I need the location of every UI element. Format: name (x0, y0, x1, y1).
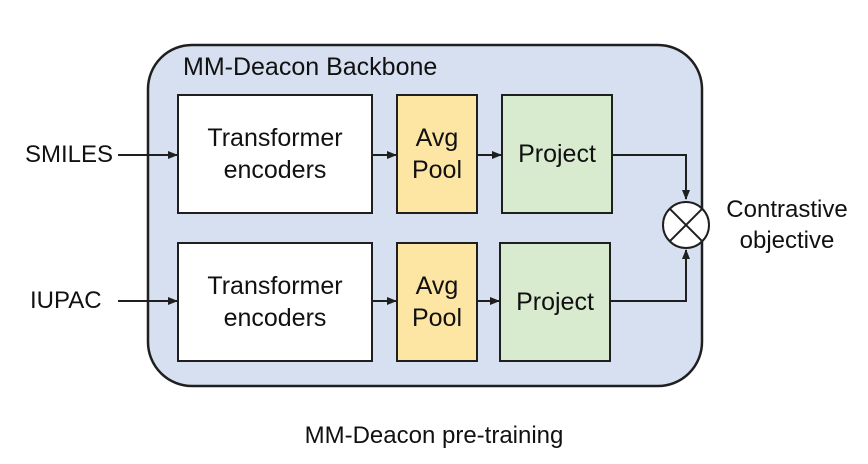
input-label-iupac: IUPAC (30, 287, 102, 314)
encoder-block-iupac (177, 242, 373, 362)
input-label-smiles: SMILES (25, 141, 114, 168)
project-block-smiles (501, 94, 613, 214)
project-label-iupac: Project (516, 287, 594, 316)
project-block-iupac (499, 242, 611, 362)
arrow-project-to-objective-top (612, 154, 690, 200)
avg-pool-label-iupac: Avg Pool (411, 271, 463, 333)
arrow-project-to-objective-bottom (610, 249, 690, 302)
encoder-block-smiles (177, 94, 373, 214)
figure-caption: MM-Deacon pre-training (304, 422, 564, 449)
encoder-label-iupac: Transformer encoders (207, 271, 343, 333)
encoder-label-smiles: Transformer encoders (207, 123, 343, 185)
project-label-smiles: Project (518, 139, 596, 168)
otimes-icon (662, 201, 710, 249)
backbone-title: MM-Deacon Backbone (183, 53, 438, 81)
contrastive-objective-label: Contrastive objective (726, 195, 848, 254)
avg-pool-block-smiles (396, 94, 478, 214)
avg-pool-block-iupac (396, 242, 478, 362)
avg-pool-label-smiles: Avg Pool (411, 123, 463, 185)
